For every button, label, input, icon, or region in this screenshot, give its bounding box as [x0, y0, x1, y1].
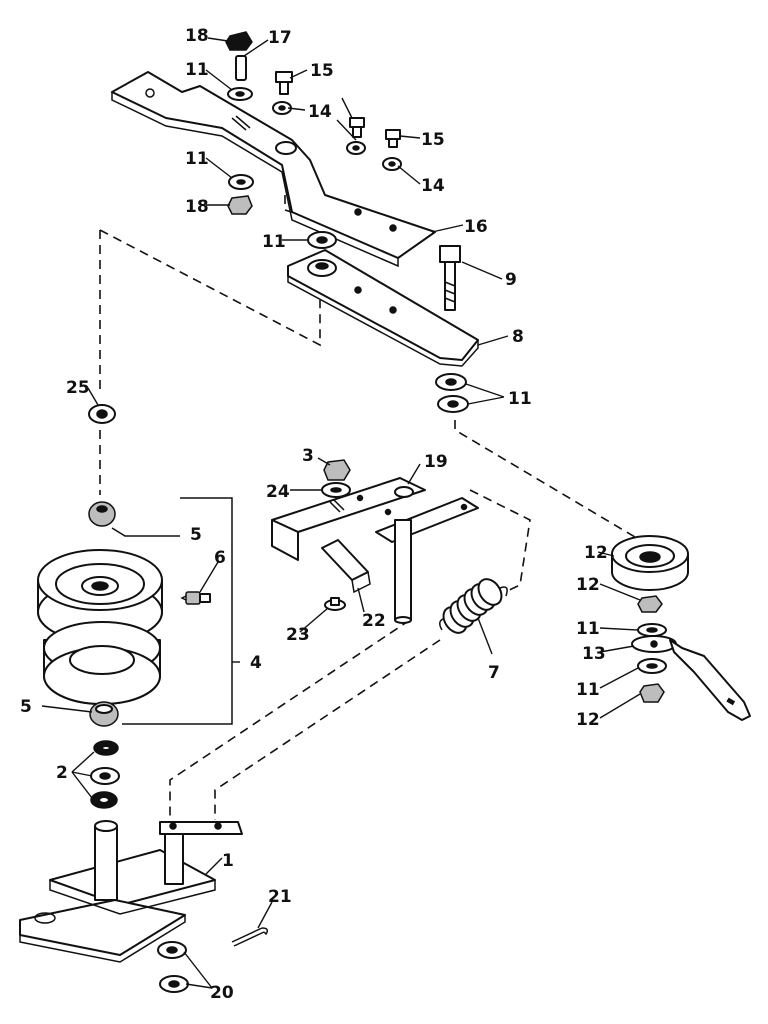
part-11-washer-a: [227, 87, 253, 101]
part-15-bolt-b: [349, 117, 365, 138]
part-16-upper-bar: [111, 71, 436, 268]
part-22-clip: [321, 539, 371, 594]
callout-15-b: 15: [421, 130, 445, 150]
callout-14-b: 14: [421, 176, 445, 196]
callout-11-f: 11: [576, 680, 600, 700]
part-14-lockwasher-c: [382, 157, 402, 171]
part-15-bolt-a: [275, 71, 293, 95]
part-4-pulley: [37, 549, 163, 705]
callout-12-bottom: 12: [576, 710, 600, 730]
part-4-bracket: [111, 497, 233, 725]
part-24-washer: [321, 482, 351, 498]
part-12-nut-bottom: [639, 683, 665, 703]
part-11-washer-d: [637, 623, 667, 637]
callout-9: 12: [584, 543, 608, 563]
callout-11-c: 11: [262, 232, 286, 252]
part-19-idler-bracket: [271, 477, 479, 624]
part-14-lockwasher-b: [346, 141, 366, 155]
callout-4: 4: [250, 653, 262, 673]
callout-13: 13: [582, 644, 606, 664]
part-23-screw: [324, 597, 346, 611]
part-25-bushing: [88, 404, 116, 424]
leader-lines: [41, 37, 641, 989]
callout-12-top: 12: [576, 575, 600, 595]
callout-2: 2: [56, 763, 68, 783]
part-11-washer-b: [228, 174, 254, 190]
callout-21: 21: [268, 887, 292, 907]
callout-11-a: 11: [185, 60, 209, 80]
part-18-nut-top: [225, 31, 253, 51]
callout-23: 23: [286, 625, 310, 645]
callout-18-top: 18: [185, 26, 209, 46]
part-18-nut-bottom: [227, 195, 253, 215]
callout-15-a: 15: [310, 61, 334, 81]
callout-11-d: 11: [508, 389, 532, 409]
part-11-washer-e: [637, 658, 667, 674]
part-12-nut-top: [637, 595, 663, 613]
part-5-bearing-bottom: [89, 701, 119, 727]
callout-10: 9: [505, 270, 517, 290]
callout-11-b: 11: [185, 149, 209, 169]
callout-18-bottom: 18: [185, 197, 209, 217]
part-5-bearing-top: [88, 501, 116, 527]
part-11-washer-pair: [435, 373, 469, 413]
part-10-bolt: [439, 245, 461, 311]
callout-7: 7: [488, 663, 500, 683]
callout-25: 25: [66, 378, 90, 398]
callout-1: 1: [222, 851, 234, 871]
part-8-lower-bar: [287, 249, 479, 367]
callout-8: 8: [512, 327, 524, 347]
part-11-washer-c: [307, 231, 337, 249]
callout-24: 24: [266, 482, 290, 502]
part-17-pin: [235, 55, 247, 81]
callout-22: 22: [362, 611, 386, 631]
part-6-grease-fitting: [180, 591, 211, 605]
callout-11-e: 11: [576, 619, 600, 639]
callout-labels: 18 17 11 15 14 15 14 11 18 16 11 9 8 11 …: [20, 26, 608, 1003]
callout-5-top: 5: [190, 525, 202, 545]
part-2-washers: [90, 740, 120, 809]
callout-6: 6: [214, 548, 226, 568]
callout-20: 20: [210, 983, 234, 1003]
part-9-idler-pulley: [611, 535, 689, 591]
callout-14-a: 14: [308, 102, 332, 122]
callout-17: 17: [268, 28, 292, 48]
callout-5-bottom: 5: [20, 697, 32, 717]
part-7-spring: [439, 578, 508, 634]
part-21-cotter-pin: [231, 927, 269, 947]
part-15-bolt-c: [385, 129, 401, 148]
assembly-lines: [99, 195, 641, 820]
part-3-nut: [323, 459, 351, 481]
part-11-spacer: [307, 259, 337, 277]
callout-16: 16: [464, 217, 488, 237]
callout-19: 19: [424, 452, 448, 472]
part-13-arm: [631, 635, 751, 721]
part-20-washers: [157, 941, 189, 993]
callout-3: 3: [302, 446, 314, 466]
part-1-base: [19, 820, 243, 963]
part-14-lockwasher-a: [272, 101, 292, 115]
